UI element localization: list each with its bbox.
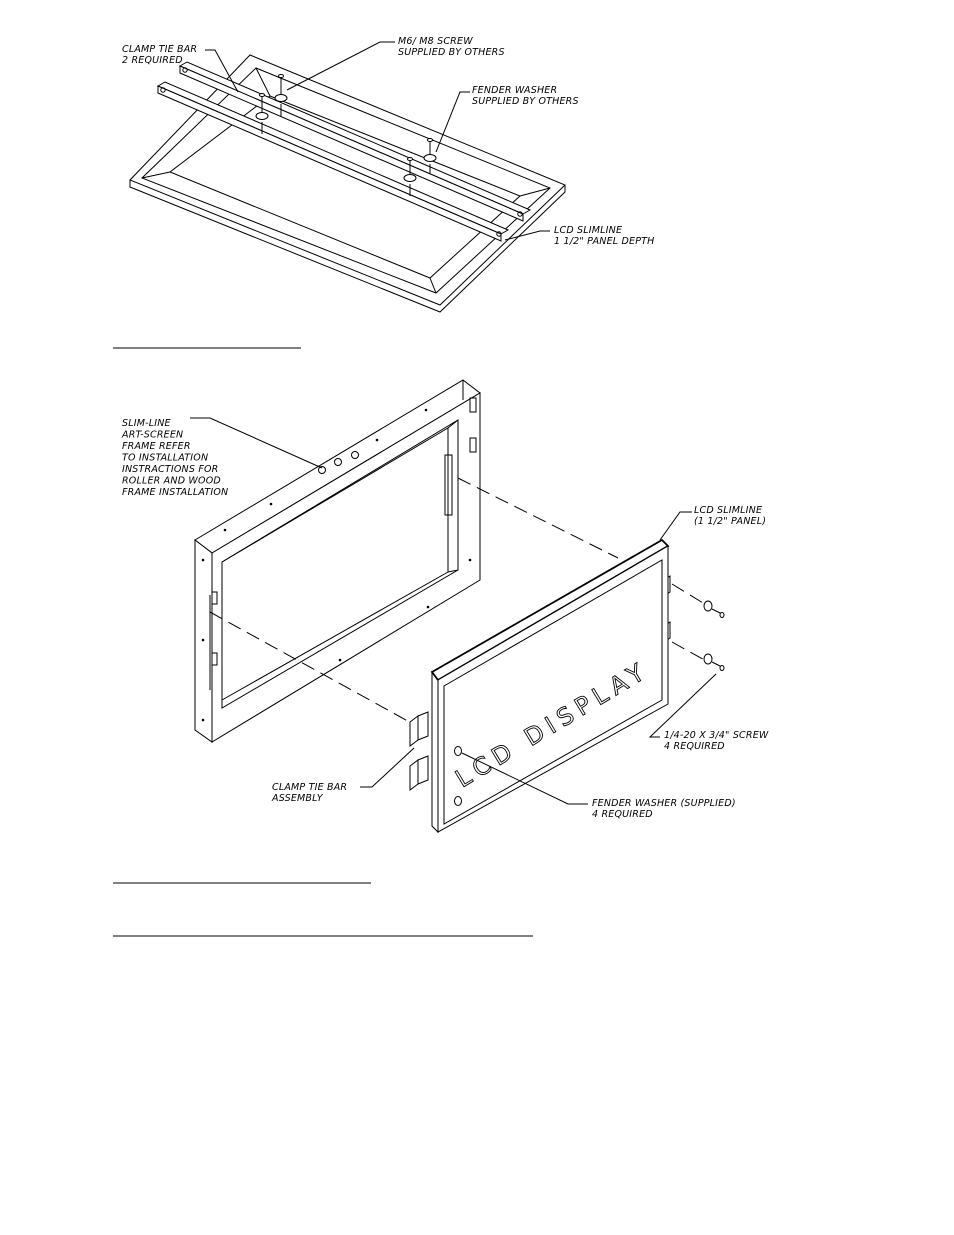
frame-label: SLIM-LINE ART-SCREEN FRAME REFER TO INST…: [121, 418, 228, 498]
bottom-assembly-view: LCD DISPLAY SLIM-LINE ART-SCREEN FRAME R…: [121, 379, 772, 834]
lcd-slimline-top-label: LCD SLIMLINE 1 1/2" PANEL DEPTH: [554, 225, 655, 247]
lcd-slimline-bottom-label: LCD SLIMLINE (1 1/2" PANEL): [694, 505, 766, 527]
fender-washer-bottom-label: FENDER WASHER (SUPPLIED) 4 REQUIRED: [592, 798, 739, 820]
screws-and-washers: [454, 600, 725, 806]
art-screen-frame: [194, 379, 481, 743]
m6-screw-set: [255, 74, 437, 196]
fender-washer-top-label: FENDER WASHER SUPPLIED BY OTHERS: [472, 85, 579, 107]
lcd-display-panel: LCD DISPLAY: [430, 538, 670, 834]
m6-screw-label: M6/ M8 SCREW SUPPLIED BY OTHERS: [398, 36, 505, 58]
top-panel-view: CLAMP TIE BAR 2 REQUIRED M6/ M8 SCREW SU…: [122, 36, 655, 313]
clamp-tie-bar-label: CLAMP TIE BAR 2 REQUIRED: [122, 44, 200, 66]
screw-label: 1/4-20 X 3/4" SCREW 4 REQUIRED: [664, 730, 772, 752]
clamp-assembly-label: CLAMP TIE BAR ASSEMBLY: [271, 782, 350, 804]
clamp-tie-bar-lower: [156, 81, 510, 242]
clamp-tie-bar-upper: [178, 61, 532, 222]
